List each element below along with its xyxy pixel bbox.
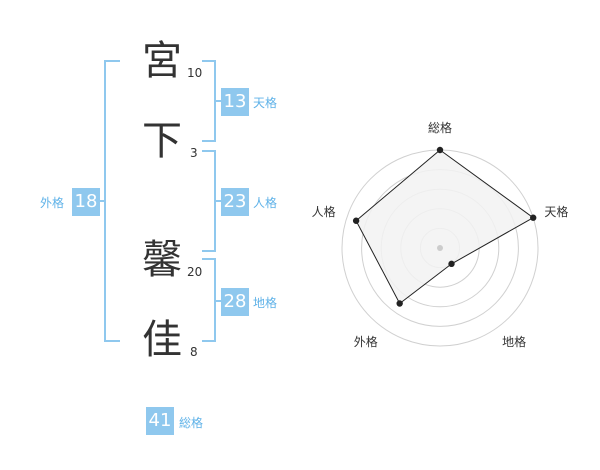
radar-axis-label-5: 人格: [312, 204, 336, 219]
name-char-4: 佳: [142, 317, 182, 363]
jinkaku-label: 人格: [253, 196, 278, 210]
radar-axis-label-1: 総格: [428, 120, 452, 135]
jinkaku-connector: [214, 200, 222, 202]
stroke-count-4: 8: [190, 345, 198, 359]
radar-center: [437, 245, 443, 251]
jinkaku-value: 23: [221, 188, 249, 216]
tenkaku-connector: [214, 100, 222, 102]
name-char-2: 下: [142, 118, 182, 164]
soukaku-label: 総格: [179, 416, 204, 430]
radar-point-1: [436, 146, 444, 154]
stroke-count-3: 20: [187, 265, 203, 279]
chikaku-label: 地格: [253, 296, 278, 310]
gaikaku-label: 外格: [40, 196, 65, 210]
radar-axis-label-2: 天格: [544, 204, 568, 219]
stroke-count-2: 3: [190, 146, 198, 160]
radar-polygon: [355, 149, 535, 305]
radar-point-3: [448, 260, 455, 268]
stroke-count-1: 10: [187, 66, 203, 80]
radar-axis-label-3: 地格: [502, 334, 526, 349]
gaikaku-connector: [98, 200, 106, 202]
gaikaku-value: 18: [72, 188, 100, 216]
name-char-1: 宮: [142, 38, 182, 84]
chikaku-connector: [214, 300, 222, 302]
radar-point-2: [530, 214, 537, 221]
chikaku-value: 28: [221, 288, 249, 316]
tenkaku-value: 13: [221, 88, 249, 116]
soukaku-value: 41: [146, 407, 174, 435]
radar-point-4: [396, 300, 403, 307]
gaikaku-bracket: [104, 60, 120, 342]
tenkaku-label: 天格: [253, 96, 278, 110]
radar-axis-label-4: 外格: [354, 334, 378, 349]
radar-point-5: [352, 217, 360, 224]
name-char-3: 馨: [142, 237, 182, 283]
